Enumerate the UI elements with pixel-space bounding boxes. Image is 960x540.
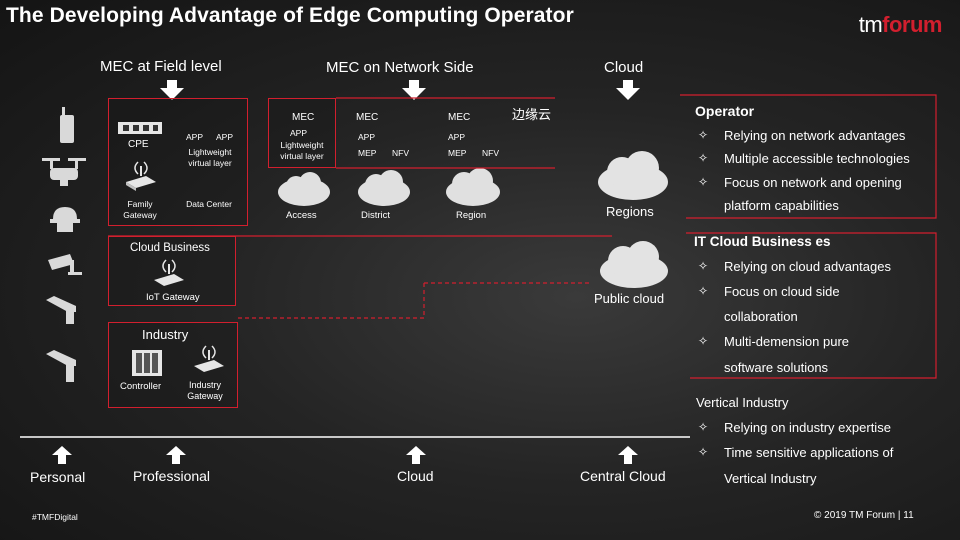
field-level-box [108,98,248,226]
district-label: District [361,210,391,221]
professional-label: Professional [133,468,211,484]
down-arrow-icon [402,80,426,100]
public-cloud-icon [600,241,668,288]
star-bullet-icon: ✧ [698,420,709,434]
family-gateway-label: Family Gateway [123,199,157,220]
access-cloud-icon [278,172,330,206]
cloud-bottom-label: Cloud [397,468,434,484]
column-header-field: MEC at Field level [100,58,222,75]
mec-region-mep: MEP [448,148,467,158]
operator-item: Relying on network advantages [724,128,906,143]
mec-district-app: APP [358,132,376,142]
iot-gateway-label: IoT Gateway [146,292,200,303]
field-app2: APP [216,132,234,142]
tmforum-logo: tmforum [858,12,943,38]
it-cloud-item: collaboration [724,309,798,324]
controller-icon [132,350,162,376]
region-label: Region [456,210,487,221]
hashtag-label: #TMFDigital [32,512,78,522]
mec-region-nfv: NFV [482,148,499,158]
up-arrow-icon [618,446,638,464]
mec-district-label: MEC [356,112,379,123]
drone-icon [42,158,86,186]
public-cloud-label: Public cloud [594,291,665,306]
mec-region-label: MEC [448,112,471,123]
regions-label: Regions [606,204,654,219]
it-cloud-item: Multi-demension pure [724,334,850,349]
vertical-item: Time sensitive applications of [724,445,894,460]
controller-label: Controller [120,381,162,392]
helmet-icon [50,207,80,232]
mec-district-nfv: NFV [392,148,409,158]
vertical-item: Relying on industry expertise [724,420,891,435]
it-cloud-item: Relying on cloud advantages [724,259,891,274]
mec-access-label: MEC [292,112,315,123]
field-app1: APP [186,132,204,142]
it-cloud-title: IT Cloud Business es [694,234,831,249]
up-arrow-icon [52,446,72,464]
it-cloud-item: software solutions [724,360,829,375]
column-header-cloud: Cloud [604,59,644,76]
copyright-label: © 2019 TM Forum | 11 [814,510,914,521]
industry-gateway-icon [194,345,224,372]
edge-cloud-label: 边缘云 [512,107,552,122]
it-cloud-item: Focus on cloud side [724,284,840,299]
mec-access-app: APP [290,128,308,138]
operator-item: Focus on network and opening [724,175,902,190]
down-arrow-icon [160,80,184,100]
mec-access-lightweight: Lightweight virtual layer [280,140,324,161]
region-cloud-icon [446,168,500,206]
star-bullet-icon: ✧ [698,128,709,142]
robot-arm-icon [46,296,76,324]
operator-title: Operator [695,103,755,119]
star-bullet-icon: ✧ [698,334,709,348]
personal-label: Personal [30,469,86,485]
robot-arm-icon [46,350,76,382]
field-lightweight-label: Lightweight virtual layer [188,147,232,168]
regions-cloud-icon [598,151,668,200]
mec-access-box [268,98,336,168]
cpe-device-icon [118,122,162,134]
up-arrow-icon [166,446,186,464]
data-center-label: Data Center [186,199,232,209]
star-bullet-icon: ✧ [698,284,709,298]
router-icon [126,161,156,191]
cpe-label: CPE [128,139,149,150]
logo-prefix: tm [858,12,883,37]
page-title: The Developing Advantage of Edge Computi… [6,4,574,27]
access-label: Access [286,210,317,221]
industry-gateway-label: Industry Gateway [187,380,223,402]
star-bullet-icon: ✧ [698,259,709,273]
mec-region-app: APP [448,132,466,142]
operator-item: Multiple accessible technologies [724,151,910,166]
camera-icon [48,254,82,275]
logo-suffix: forum [882,12,942,37]
cloud-business-label: Cloud Business [130,242,210,254]
star-bullet-icon: ✧ [698,445,709,459]
up-arrow-icon [406,446,426,464]
operator-item: platform capabilities [724,198,839,213]
down-arrow-icon [616,80,640,100]
vertical-item: Vertical Industry [724,471,817,486]
district-cloud-icon [358,170,410,206]
star-bullet-icon: ✧ [698,175,709,189]
column-header-network: MEC on Network Side [326,59,474,76]
central-cloud-label: Central Cloud [580,468,666,484]
iot-gateway-icon [154,259,184,286]
vertical-industry-title: Vertical Industry [696,395,789,410]
phone-icon [60,107,74,143]
mec-district-mep: MEP [358,148,377,158]
star-bullet-icon: ✧ [698,151,709,165]
industry-label: Industry [142,327,189,342]
